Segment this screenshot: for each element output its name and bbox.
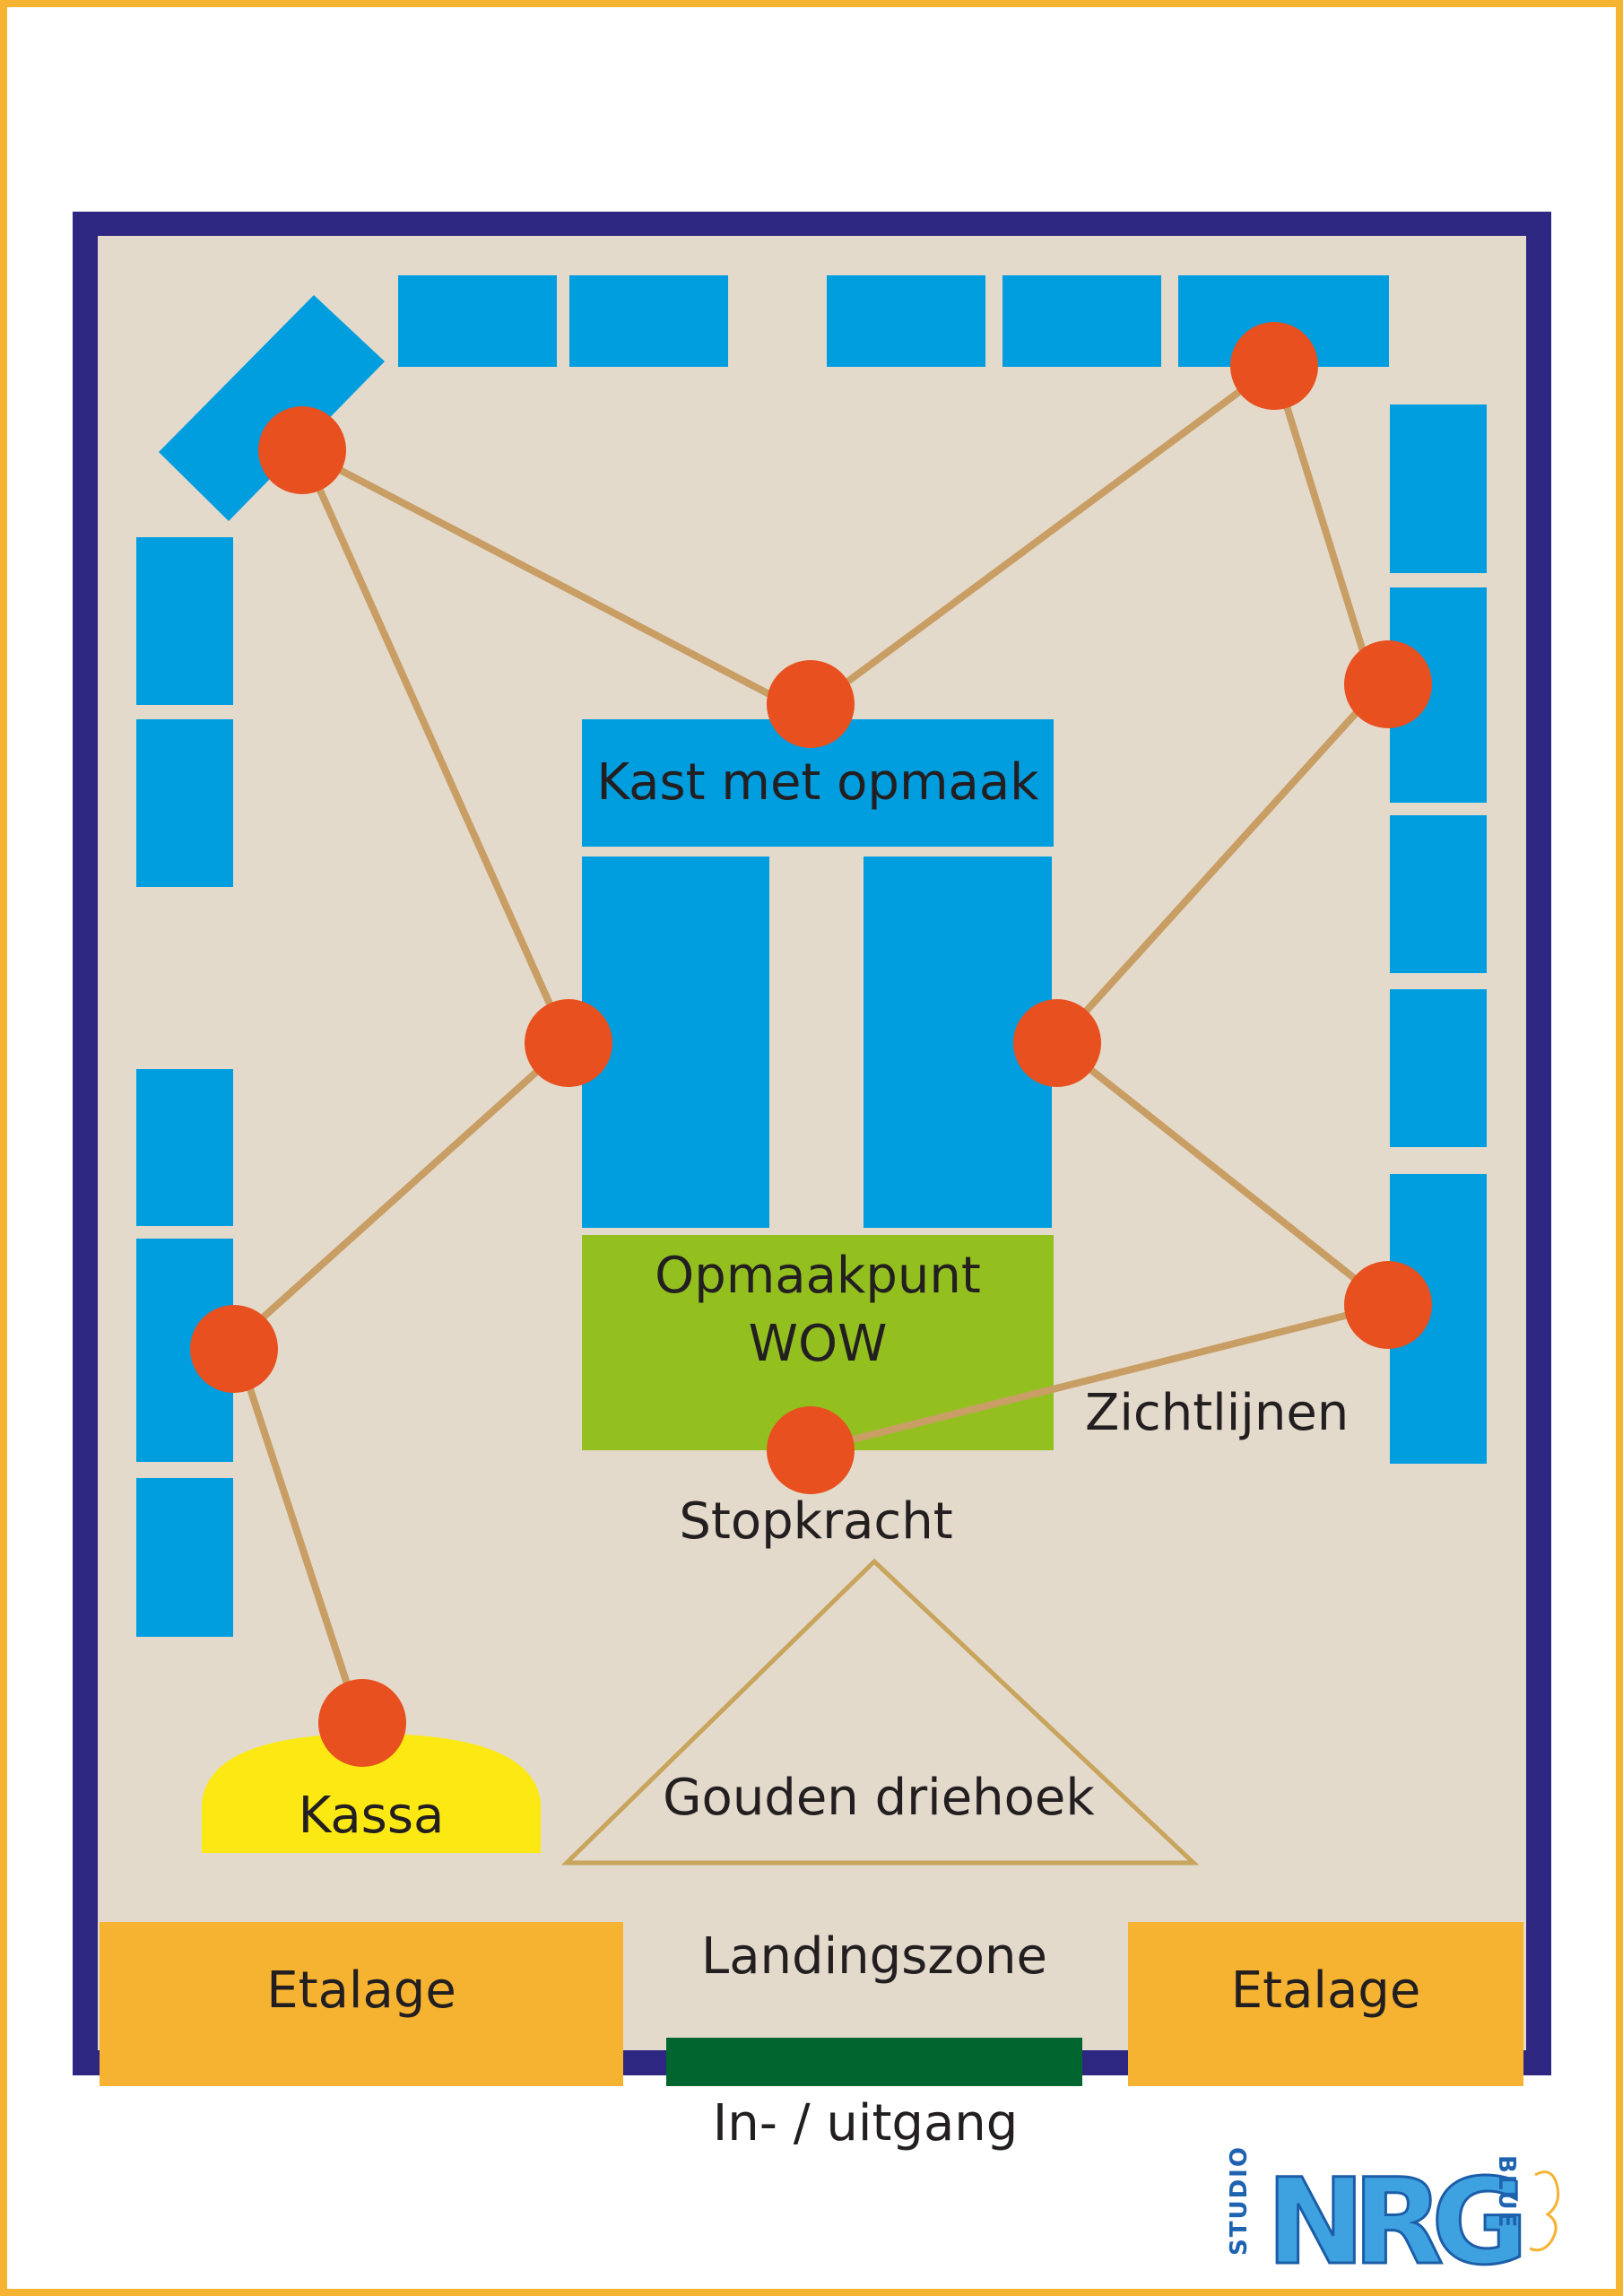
node-7 xyxy=(190,1305,278,1393)
kassa-counter xyxy=(202,1734,541,1853)
node-5 xyxy=(525,999,612,1087)
shelf-right-4 xyxy=(1390,989,1487,1147)
shelf-top-3 xyxy=(827,275,985,367)
node-1 xyxy=(258,406,346,494)
node-4 xyxy=(1344,640,1432,728)
logo-blue-text: BLUE xyxy=(1493,2155,1520,2229)
node-2 xyxy=(767,660,855,748)
label-wow: WOW xyxy=(748,1315,888,1373)
gouden-driehoek-triangle xyxy=(560,1558,1200,1866)
node-6 xyxy=(1013,999,1101,1087)
shelf-right-3 xyxy=(1390,815,1487,973)
etalage-left-block xyxy=(100,1922,623,2086)
shelf-top-2 xyxy=(569,275,728,367)
node-8 xyxy=(1344,1261,1432,1349)
shelf-left-1 xyxy=(136,537,233,705)
shelf-left-3 xyxy=(136,1069,233,1226)
label-gouden-driehoek: Gouden driehoek xyxy=(663,1769,1095,1827)
shelf-left-2 xyxy=(136,719,233,887)
label-kassa: Kassa xyxy=(298,1787,445,1845)
shelf-right-1 xyxy=(1390,404,1487,573)
studio-nrg-blue-logo: STUDIO NRG BLUE xyxy=(1226,2148,1560,2274)
shelf-top-4 xyxy=(1002,275,1161,367)
logo-studio-text: STUDIO xyxy=(1226,2148,1253,2256)
shelf-center-left xyxy=(582,857,769,1228)
label-landingszone: Landingszone xyxy=(701,1927,1047,1986)
shelf-left-5 xyxy=(136,1478,233,1637)
shelf-top-1 xyxy=(398,275,557,367)
node-3 xyxy=(1230,322,1318,410)
entrance-mat xyxy=(666,2038,1082,2086)
zichtlijnen-route xyxy=(230,360,1396,1726)
label-etalage-left: Etalage xyxy=(266,1961,456,2020)
label-stopkracht: Stopkracht xyxy=(679,1492,953,1551)
label-etalage-right: Etalage xyxy=(1230,1961,1421,2020)
etalage-right-block xyxy=(1128,1922,1523,2086)
shelf-corner xyxy=(159,295,385,521)
node-9 xyxy=(767,1406,855,1494)
node-10 xyxy=(318,1679,406,1767)
label-zichtlijnen: Zichtlijnen xyxy=(1085,1384,1350,1442)
label-kast-met-opmaak: Kast met opmaak xyxy=(596,753,1039,812)
logo-ornament xyxy=(1529,2170,1560,2252)
logo-main-text: NRG xyxy=(1266,2153,1520,2274)
label-in-uitgang: In- / uitgang xyxy=(712,2094,1019,2152)
label-opmaakpunt: Opmaakpunt xyxy=(655,1247,981,1305)
